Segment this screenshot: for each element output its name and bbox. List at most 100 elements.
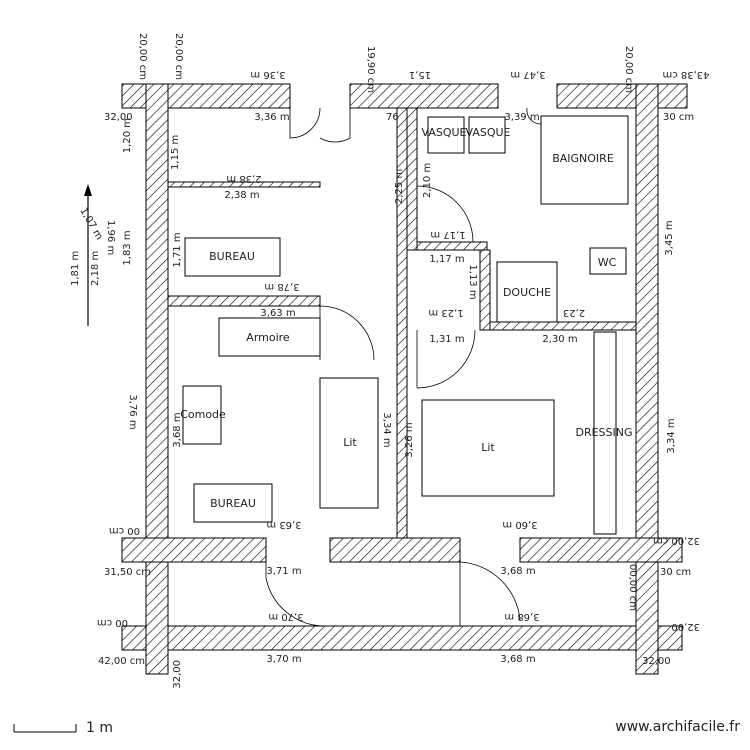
dim-d33: 3,68 m (172, 412, 183, 447)
bureau-bottom-box (193, 483, 273, 523)
dim-d31: 2,30 m (542, 334, 577, 345)
room-label-baignoire: BAIGNOIRE (552, 152, 614, 165)
dim-d52: 00 cm (97, 617, 128, 628)
room-label-vasque-2: VASQUE (466, 126, 511, 139)
wall-top-right (556, 83, 688, 109)
dim-d13: 30 cm (663, 112, 694, 123)
dim-d15: 1,15 m (170, 135, 181, 170)
dim-d47: 32,00 (642, 656, 671, 667)
comode-box (182, 385, 222, 445)
wall-right (635, 83, 659, 541)
dim-d26: 1,13 m (467, 264, 478, 299)
dim-d04: 20,00 cm (623, 46, 634, 93)
dim-d54: 32,00 (671, 621, 700, 632)
wall-balcony-right (635, 561, 659, 675)
wall-bathroom-left (406, 107, 418, 251)
dim-d16: 2,25 m (394, 169, 405, 204)
dim-d22: 1,17 m (430, 229, 465, 240)
douche-box (496, 261, 558, 323)
dim-d21: 1,71 m (172, 232, 183, 267)
dim-d23: 1,17 m (429, 254, 464, 265)
dim-d07: 3,47 m (510, 69, 545, 80)
dim-d42: 3,70 m (268, 611, 303, 622)
dim-d36: 3,34 m (666, 418, 677, 453)
dim-d51: 00 cm (109, 525, 140, 536)
door-balcony-left (265, 562, 327, 627)
dim-d43: 3,68 m (504, 611, 539, 622)
bureau-top-box (184, 237, 281, 277)
dim-d25: 3,78 m (264, 281, 299, 292)
lit-left-box (319, 377, 379, 509)
wall-balcony-left (145, 561, 169, 675)
dim-d49: 32,00 cm (653, 535, 700, 546)
dimensions: 20,00 cm 20,00 cm 19,90 cm 20,00 cm 3,36… (97, 33, 710, 689)
compass-label-1: 2,18 m (90, 251, 101, 286)
wall-left (145, 83, 169, 541)
door-bathroom (416, 185, 474, 243)
dim-d32: 3,76 m (127, 394, 138, 429)
dim-d18: 2,38 m (226, 173, 261, 184)
dim-d53: 00,00 cm (627, 564, 638, 611)
dim-d44: 42,00 cm (98, 656, 145, 667)
vasque-2-box (468, 116, 506, 154)
room-label-lit-left: Lit (343, 436, 357, 449)
wall-bathroom-bottom (406, 241, 488, 251)
room-label-vasque-1: VASQUE (422, 126, 467, 139)
dim-d11: 76 (386, 112, 399, 123)
dim-d45: 3,70 m (266, 654, 301, 665)
armoire-box (218, 317, 321, 357)
dim-d27: 3,63 m (260, 308, 295, 319)
baignoire-box (540, 115, 629, 205)
wall-short-partition (167, 181, 321, 188)
wc-box (589, 247, 627, 275)
room-label-armoire: Armoire (246, 331, 290, 344)
doors (265, 107, 542, 627)
dim-d38: 3,60 m (502, 519, 537, 530)
dim-d12: 3,39 m (504, 112, 539, 123)
dim-d35: 3,26 m (404, 422, 415, 457)
dim-d40: 3,71 m (266, 566, 301, 577)
compass-label-3: 1,07 m (77, 206, 104, 242)
dim-d28: 1,23 m (428, 307, 463, 318)
furniture: BUREAU Armoire Comode Lit BUREAU Lit DRE… (180, 115, 633, 535)
wall-bottom-mid (329, 537, 461, 563)
compass-label-2: 1,96 m (105, 220, 116, 255)
door-balcony-right (459, 561, 521, 626)
room-label-lit-right: Lit (481, 441, 495, 454)
walls (121, 83, 688, 675)
dim-d14: 1,20 m (122, 118, 133, 153)
wall-balcony-bottom (121, 625, 683, 651)
dim-d06: 15,1 (409, 69, 431, 80)
room-label-dressing: DRESSING (575, 426, 632, 439)
dim-d19: 2,38 m (224, 190, 259, 201)
door-bathroom-top (526, 107, 542, 125)
dim-d48: 32,00 (172, 660, 183, 689)
compass-label-4: 1,81 m (70, 251, 81, 286)
wall-bottom-right (519, 537, 683, 563)
dim-d10: 3,36 m (254, 112, 289, 123)
scale-bar-label: 1 m (86, 720, 113, 736)
vasque-1-box (427, 116, 465, 154)
door-top-window (289, 107, 351, 143)
dim-d01: 20,00 cm (137, 33, 148, 80)
dim-d08: 43,38 cm (662, 69, 709, 80)
wall-bathroom-step (479, 249, 491, 331)
scale-bar: 1 m (13, 720, 113, 736)
wall-top-mid (349, 83, 499, 109)
dim-d17: 2,10 m (422, 163, 433, 198)
dim-d29: 2,23 (563, 307, 585, 318)
dim-d03: 19,90 cm (365, 46, 376, 93)
lit-right-box (421, 399, 555, 497)
compass-marker: 2,18 m 1,96 m 1,07 m 1,81 m (70, 184, 116, 326)
dim-d46: 3,68 m (500, 654, 535, 665)
compass-arrow-head-icon (84, 184, 92, 196)
dim-d20: 1,83 m (122, 230, 133, 265)
room-label-douche: DOUCHE (503, 286, 551, 299)
dim-d37: 3,63 m (266, 519, 301, 530)
room-label-comode: Comode (180, 408, 226, 421)
wall-partition-horizontal (167, 295, 321, 307)
dim-d50: 30 cm (660, 567, 691, 578)
dim-d24: 3,45 m (664, 220, 675, 255)
dim-d05: 3,36 m (250, 69, 285, 80)
